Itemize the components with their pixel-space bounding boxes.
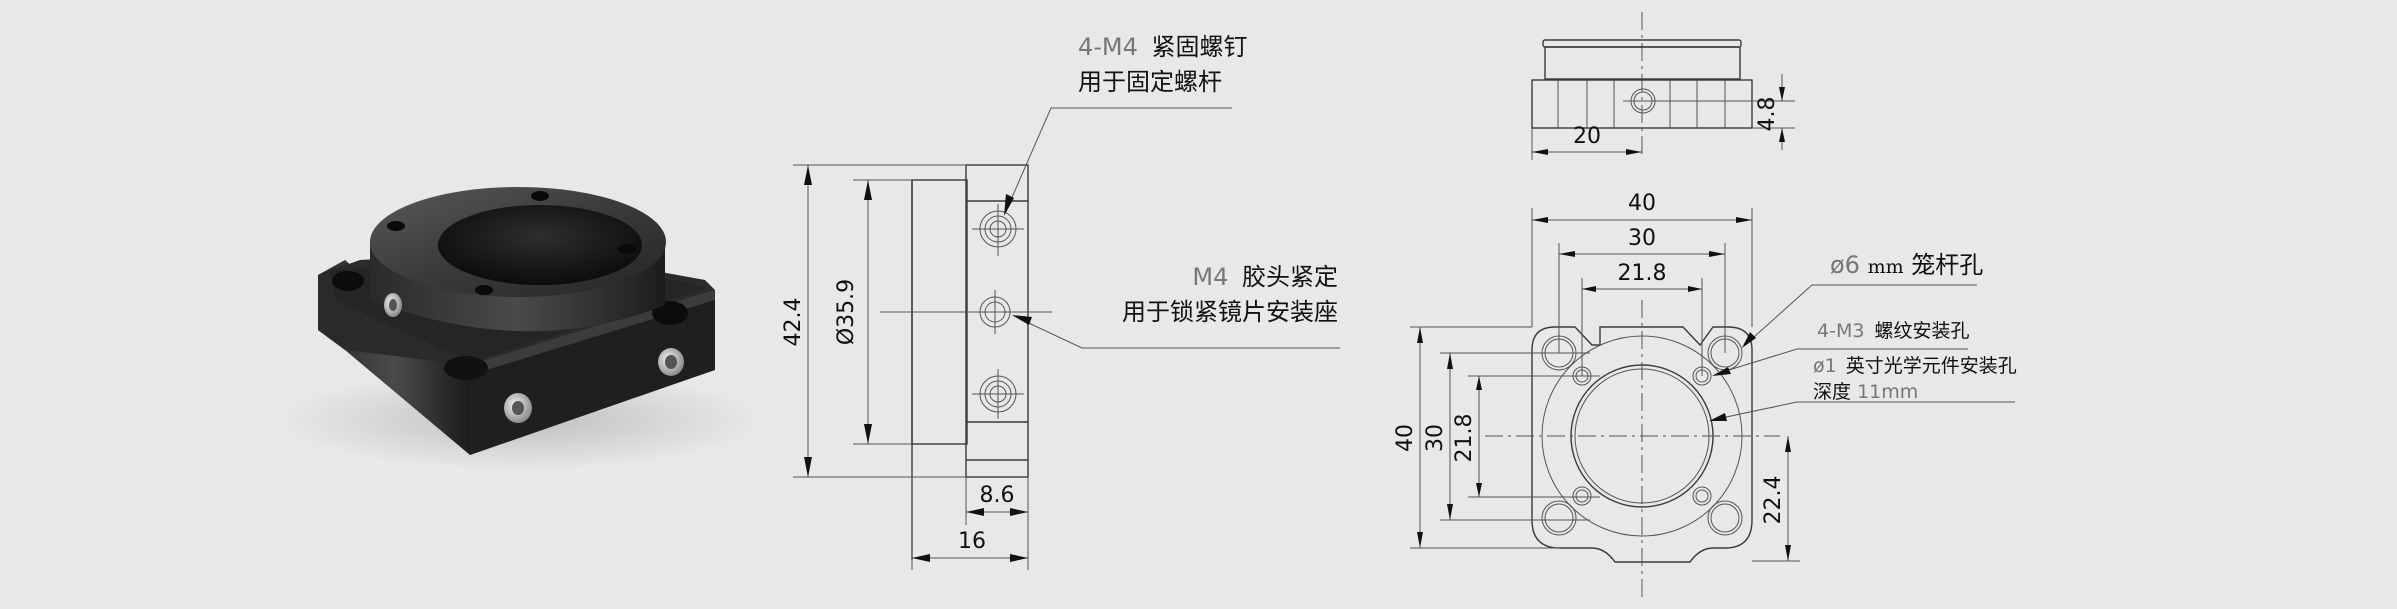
cage-rod-hole-icon: [1707, 500, 1743, 536]
dim-flange-thickness: 8.6: [980, 483, 1015, 508]
note-optic-mount: ø1 英寸光学元件安装孔: [1813, 355, 2017, 377]
dim-center-offset: 20: [1573, 124, 1601, 149]
dim-height-overall: 40: [1393, 424, 1418, 452]
ring-hole-icon: [618, 244, 636, 254]
dim-width-cage: 30: [1628, 226, 1656, 251]
product-3d-render: [280, 187, 760, 470]
note-m3-holes: 4-M3 螺纹安装孔: [1817, 320, 1970, 342]
ring-hole-icon: [475, 285, 493, 295]
top-view-drawing: 20 4.8: [1531, 12, 1795, 160]
dim-bore-diameter: Ø35.9: [834, 279, 859, 345]
note-locking-line1: M4 胶头紧定: [1192, 263, 1338, 291]
note-locking-line2: 用于锁紧镜片安装座: [1122, 298, 1338, 326]
dim-hole-height: 4.8: [1755, 97, 1780, 132]
m3-hole-icon: [1572, 486, 1592, 506]
note-setscrew-line2: 用于固定螺杆: [1078, 68, 1222, 96]
set-screw-icon: [504, 393, 532, 423]
note-setscrew-line1: 4-M4 紧固螺钉: [1078, 33, 1248, 61]
plate-hole-icon: [332, 271, 364, 291]
side-hole-icon: [1623, 88, 1795, 114]
front-view-drawing: 40 30 21.8 40 30 21.8 22.4: [1393, 191, 2017, 600]
locking-screw-hole-icon: [880, 290, 1052, 334]
dim-overall-depth: 16: [958, 529, 986, 554]
setscrew-hole-icon: [972, 204, 1024, 256]
cage-rod-hole-icon: [1541, 500, 1577, 536]
dim-height-cage: 30: [1423, 424, 1448, 452]
setscrew-hole-icon: [972, 369, 1024, 419]
plate-hole-icon: [444, 356, 488, 380]
ring-hole-icon: [387, 221, 405, 231]
m3-hole-icon: [1692, 486, 1712, 506]
dim-height-inner: 21.8: [1452, 414, 1477, 463]
set-screw-icon: [658, 348, 684, 376]
dim-width-inner: 21.8: [1618, 261, 1667, 286]
dim-width-overall: 40: [1628, 191, 1656, 216]
dim-center-height: 22.4: [1761, 476, 1786, 525]
note-optic-depth: 深度 11mm: [1813, 381, 1918, 403]
bore-icon: [438, 205, 642, 285]
side-view-drawing: 42.4 Ø35.9 8.6 16 4-M4 紧固螺钉 用于固定螺杆 M4 胶头: [781, 33, 1340, 570]
set-screw-icon: [384, 293, 402, 317]
dim-overall-height: 42.4: [781, 298, 806, 347]
plate-hole-icon: [652, 301, 688, 325]
ring-hole-icon: [531, 191, 549, 201]
note-cage-rod-hole: ø6 mm 笼杆孔: [1830, 251, 1983, 279]
